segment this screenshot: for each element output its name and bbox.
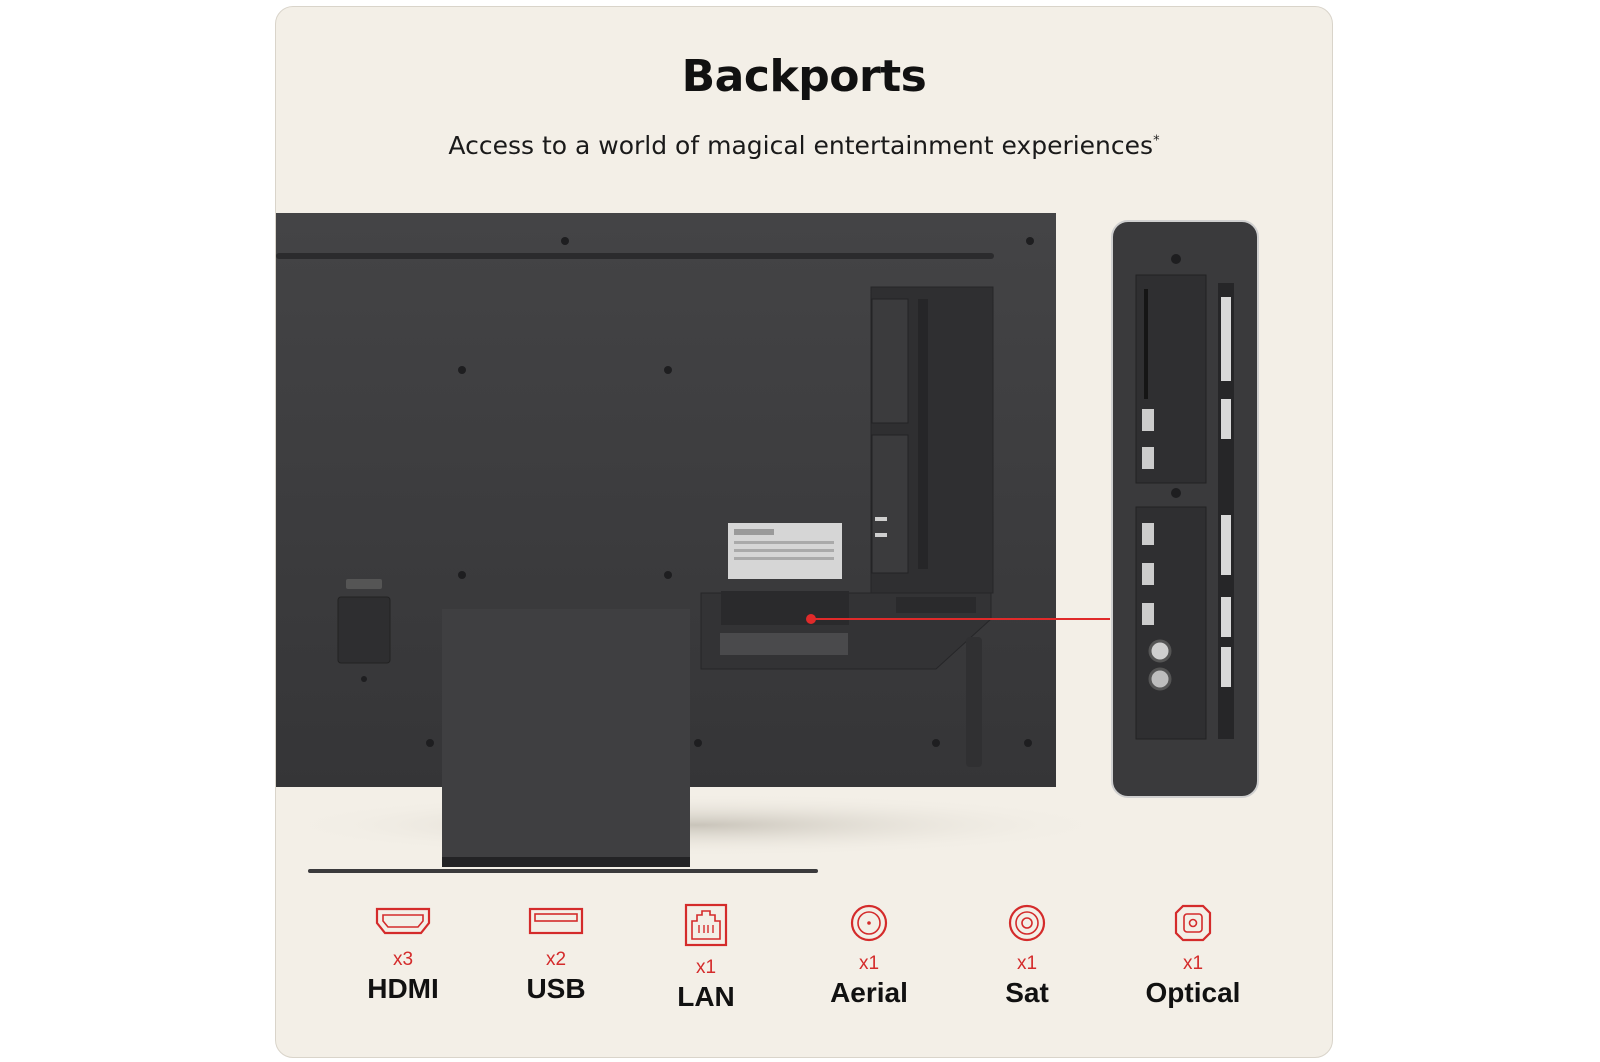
screw <box>932 739 940 747</box>
port-count: x2 <box>545 949 567 970</box>
tv-top-ridge <box>276 253 994 259</box>
port-item-optical: x1 Optical <box>1113 903 1273 1009</box>
tv-back-illustration <box>276 213 1259 873</box>
hdmi-icon <box>375 907 431 935</box>
page-subtitle: Access to a world of magical entertainme… <box>276 131 1332 160</box>
backports-card: Backports Access to a world of magical e… <box>275 6 1333 1058</box>
port-name: USB <box>526 973 586 1004</box>
rating-label-text <box>734 529 774 535</box>
vesa-hole <box>664 366 672 374</box>
port-count: x1 <box>1182 953 1204 974</box>
rating-label-text <box>734 557 834 560</box>
sat-icon <box>1008 904 1046 942</box>
subtitle-footnote-mark: * <box>1153 133 1160 149</box>
side-rib <box>966 637 982 767</box>
screw <box>1024 739 1032 747</box>
aerial-icon <box>850 904 888 942</box>
port-count: x1 <box>1016 953 1038 974</box>
screw <box>361 676 367 682</box>
usb-icon <box>528 907 584 935</box>
port-name: Aerial <box>830 977 908 1008</box>
port-slot <box>875 517 887 521</box>
port-name: LAN <box>677 981 735 1012</box>
port-label-strip <box>720 633 848 655</box>
port-item-usb: x2 USB <box>476 903 636 1005</box>
rating-label-text <box>734 549 834 552</box>
port-name: Sat <box>1005 977 1049 1008</box>
port-slot <box>875 533 887 537</box>
port-name: HDMI <box>367 973 439 1004</box>
power-socket <box>337 596 391 664</box>
port-name: Optical <box>1145 977 1241 1008</box>
lan-icon <box>684 903 728 947</box>
optical-port-area <box>896 597 976 613</box>
optical-icon <box>1174 904 1212 942</box>
port-count: x1 <box>695 957 717 978</box>
vesa-hole <box>458 366 466 374</box>
port-cover <box>871 434 909 574</box>
port-count: x1 <box>858 953 880 974</box>
page-title: Backports <box>681 51 927 102</box>
port-item-hdmi: x3 HDMI <box>323 903 483 1005</box>
screw <box>426 739 434 747</box>
port-label-strip <box>918 299 928 569</box>
tv-stand-neck <box>442 609 690 867</box>
tv-stand-base <box>308 869 818 873</box>
power-label <box>346 579 382 589</box>
vesa-hole <box>664 571 672 579</box>
port-list: x3 HDMI x2 USB x1 LAN <box>276 903 1332 1023</box>
port-item-aerial: x1 Aerial <box>789 903 949 1009</box>
port-count: x3 <box>392 949 414 970</box>
screw <box>1026 237 1034 245</box>
port-zoom-panel <box>1111 220 1259 798</box>
port-cover <box>871 298 909 424</box>
screw <box>561 237 569 245</box>
port-item-sat: x1 Sat <box>947 903 1107 1009</box>
port-item-lan: x1 LAN <box>626 903 786 1013</box>
screw <box>694 739 702 747</box>
vesa-hole <box>458 571 466 579</box>
tv-stand-foot <box>442 857 690 867</box>
floor-shadow <box>276 793 1116 857</box>
subtitle-text: Access to a world of magical entertainme… <box>448 131 1154 160</box>
rating-label-text <box>734 541 834 544</box>
